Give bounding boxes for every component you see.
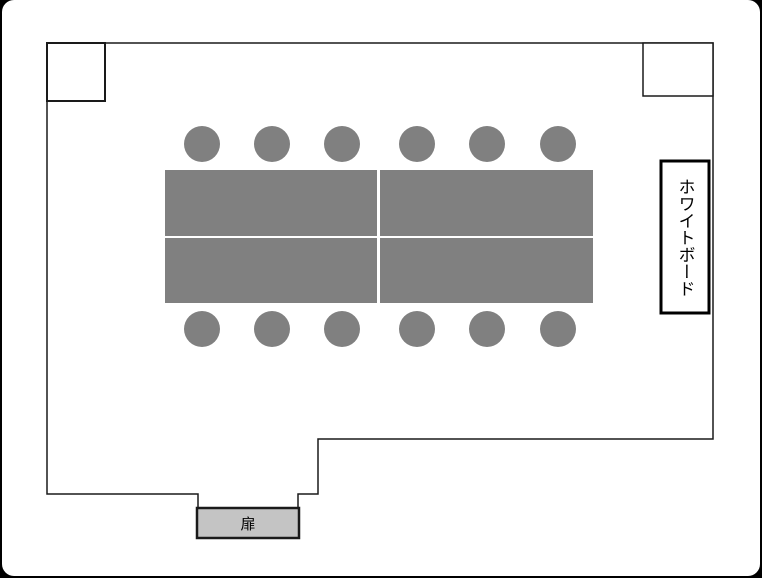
room-wall — [46, 42, 714, 511]
table — [380, 238, 593, 303]
chair — [254, 311, 290, 347]
whiteboard-label: ホワイトボード — [674, 177, 695, 297]
chair — [184, 311, 220, 347]
chair — [540, 126, 576, 162]
chair — [184, 126, 220, 162]
chair — [469, 311, 505, 347]
chair — [540, 311, 576, 347]
chair — [324, 126, 360, 162]
chair — [254, 126, 290, 162]
table — [165, 170, 377, 236]
door-label: 扉 — [240, 514, 256, 533]
table — [165, 238, 377, 303]
chair — [324, 311, 360, 347]
corner-pillar-top-left — [46, 42, 106, 102]
chair — [469, 126, 505, 162]
corner-pillar-top-right — [642, 42, 714, 97]
door — [195, 506, 301, 540]
table — [380, 170, 593, 236]
chair — [399, 311, 435, 347]
chair — [399, 126, 435, 162]
whiteboard — [659, 159, 711, 315]
